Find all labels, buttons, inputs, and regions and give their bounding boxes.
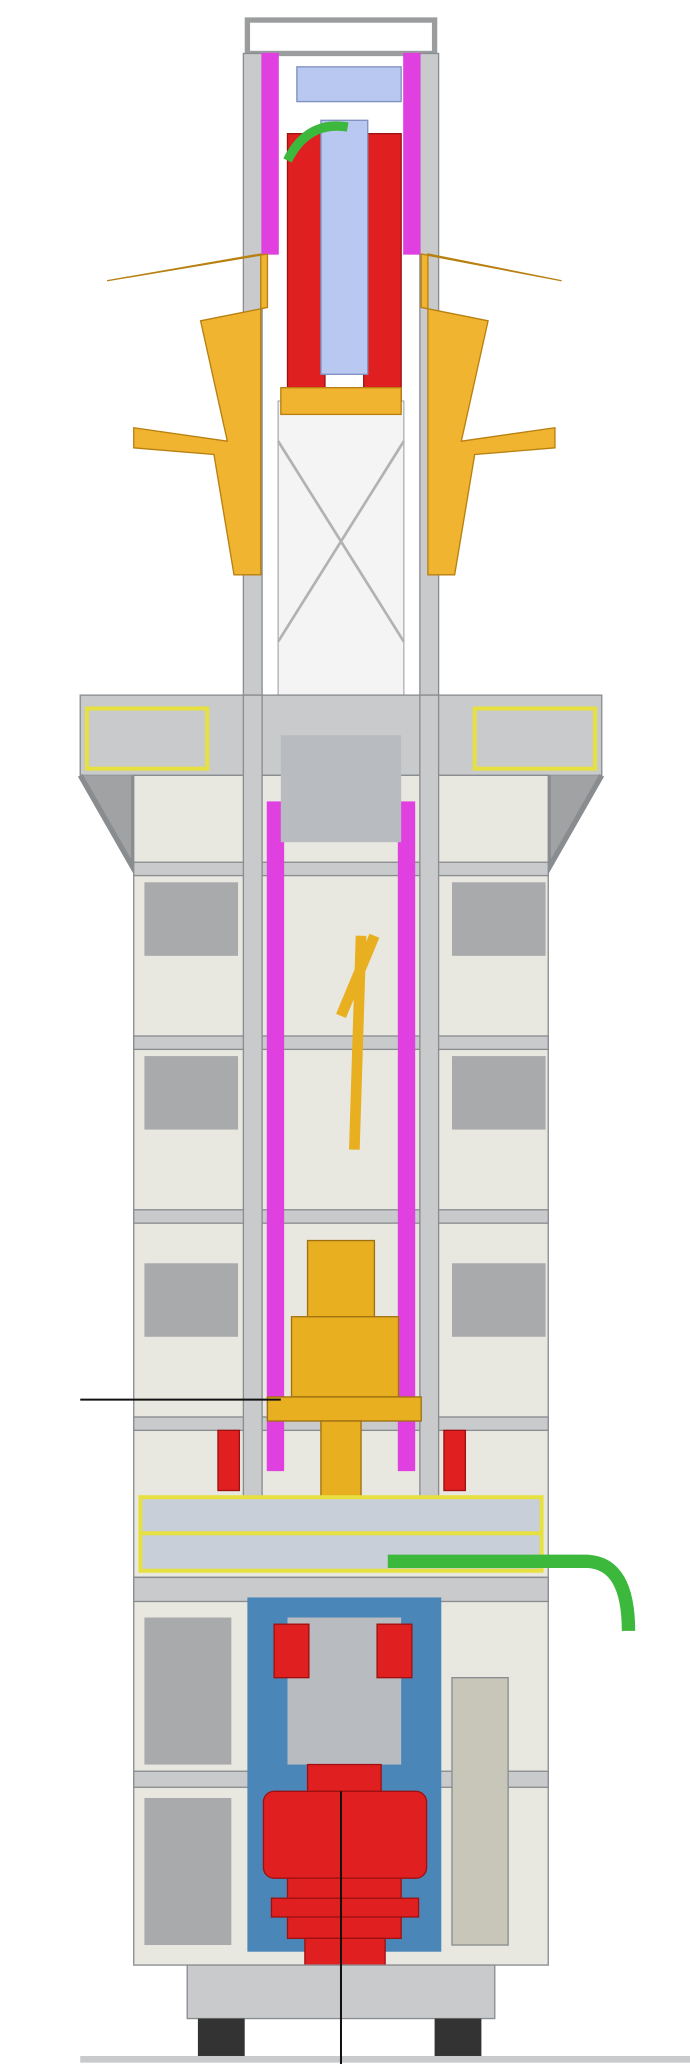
crane-arms xyxy=(106,253,562,576)
base-skids xyxy=(80,1964,690,2063)
drawworks-equipment xyxy=(266,1239,422,1502)
top-drive xyxy=(286,119,402,402)
green-flowline xyxy=(387,1554,636,1631)
rig-floor-railing xyxy=(138,1495,544,1573)
rig-building xyxy=(133,694,549,1579)
bop-stack xyxy=(262,1623,428,1969)
crown-block xyxy=(296,66,402,103)
red-clamp-right xyxy=(443,1429,467,1492)
red-clamp-left xyxy=(217,1429,241,1492)
pipe-handler xyxy=(336,933,380,1150)
green-hose-top xyxy=(283,121,349,163)
